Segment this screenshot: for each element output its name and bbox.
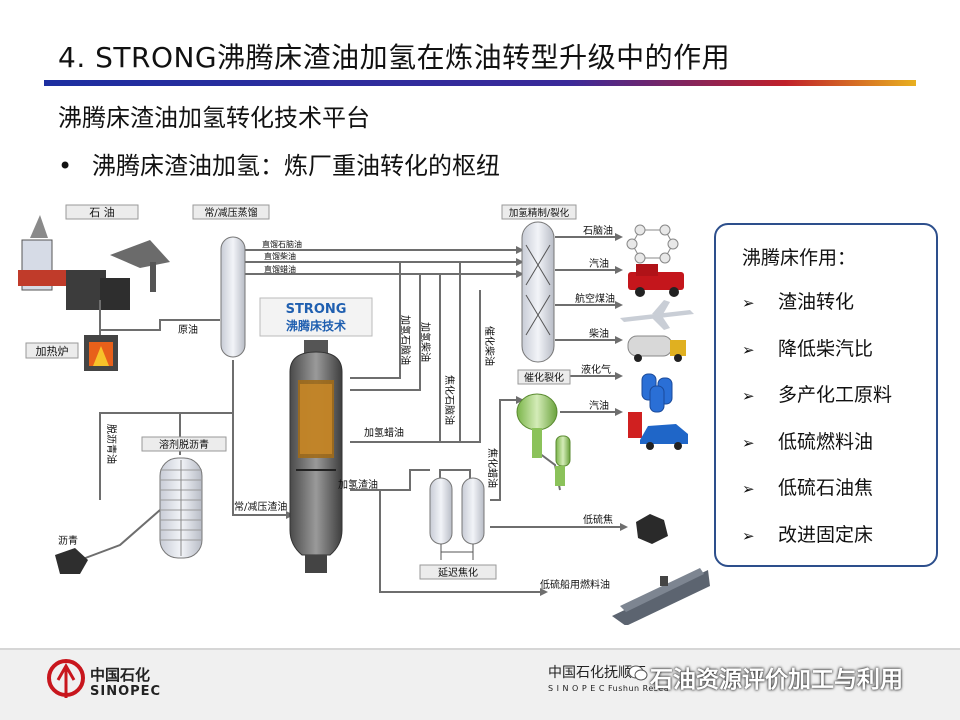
ship-icon <box>612 568 710 625</box>
deasphalting-column <box>159 457 203 559</box>
ebullated-bed-reactor <box>289 340 343 573</box>
strong-subtitle: 沸腾床技术 <box>286 318 346 333</box>
title-gradient-bar <box>44 80 916 86</box>
footer-band <box>0 648 960 720</box>
ebullated-bed-roles-panel: 沸腾床作用： ➢渣油转化 ➢降低柴汽比 ➢多产化工原料 ➢低硫燃料油 ➢低硫石油… <box>714 223 938 567</box>
coker-drums <box>429 477 485 560</box>
arrow-bullet-icon: ➢ <box>742 433 755 452</box>
process-lines <box>79 236 620 593</box>
tanker-truck-icon <box>627 335 686 362</box>
arrow-bullet-icon: ➢ <box>742 387 755 405</box>
line-arrows <box>72 233 628 596</box>
lpg-cylinder-icon <box>641 373 673 413</box>
heater-label: 加热炉 <box>36 345 69 358</box>
coker-tag <box>419 564 497 580</box>
bullet-dot-icon: • <box>58 152 73 180</box>
footer-divider <box>0 648 960 650</box>
stream-crude: 原油 <box>178 323 198 336</box>
stream-fcc-diesel: 催化柴油 <box>483 326 496 366</box>
distillation-column <box>220 236 246 358</box>
section-subtitle: 沸腾床渣油加氢转化技术平台 <box>58 104 370 132</box>
oil-rig-icon <box>18 215 170 310</box>
institute-english-name: S I N O P E C Fushun Resea <box>548 684 670 693</box>
product-bunker-fuel: 低硫船用燃料油 <box>540 578 610 591</box>
airplane-icon <box>620 300 694 330</box>
hydrotreating-label: 加氢精制/裂化 <box>509 207 570 219</box>
stream-coker-naphtha: 焦化石脑油 <box>443 375 456 425</box>
institute-chinese-name: 中国石化抚顺石 <box>548 665 646 681</box>
strong-tag <box>259 297 373 337</box>
stream-hydro-diesel: 加氢柴油 <box>419 322 432 362</box>
list-item: ➢改进固定床 <box>742 520 892 567</box>
stream-hydro-resid: 加氢渣油 <box>338 478 378 491</box>
stream-hydro-wax: 加氢蜡油 <box>364 426 404 439</box>
asphalt-icon <box>55 548 88 574</box>
product-coke: 低硫焦 <box>583 513 613 526</box>
furnace-icon <box>84 335 118 371</box>
process-flow-diagram: 石 油 加热炉 常/减压蒸馏 加氢精制/裂化 STRONG 沸腾床技术 溶剂脱沥… <box>18 204 710 625</box>
sinopec-logo-icon <box>47 659 85 698</box>
product-diesel: 柴油 <box>589 327 609 340</box>
deasphalting-tag <box>141 436 227 452</box>
arrow-bullet-icon: ➢ <box>742 340 755 359</box>
stream-hydro-naphtha: 加氢石脑油 <box>399 315 412 365</box>
logo-chinese-text: 中国石化 <box>90 666 151 684</box>
bullet-text: 沸腾床渣油加氢：炼厂重油转化的枢纽 <box>92 152 500 180</box>
crude-oil-label: 石 油 <box>89 205 115 219</box>
stream-sr-diesel: 直馏柴油 <box>264 251 296 261</box>
heater-tag <box>25 342 79 359</box>
bullet-item: • 沸腾床渣油加氢：炼厂重油转化的枢纽 <box>58 146 500 181</box>
pickup-truck-icon <box>628 264 684 297</box>
stream-asphalt: 沥青 <box>58 534 78 547</box>
stream-sr-naphtha: 直馏石脑油 <box>262 239 302 249</box>
arrow-bullet-icon: ➢ <box>742 526 755 545</box>
hydrotreating-tag <box>501 204 577 220</box>
fcc-label: 催化裂化 <box>524 371 564 384</box>
watermark-text: 石油资源评价加工与利用 <box>650 667 903 693</box>
list-item: ➢降低柴汽比 <box>742 334 892 381</box>
wechat-icon <box>628 665 648 681</box>
panel-list: ➢渣油转化 ➢降低柴汽比 ➢多产化工原料 ➢低硫燃料油 ➢低硫石油焦 ➢改进固定… <box>742 287 892 566</box>
fcc-tag <box>517 369 571 385</box>
car-fuel-icon <box>628 412 688 450</box>
list-item: ➢多产化工原料 <box>742 380 892 427</box>
panel-title: 沸腾床作用： <box>742 247 857 269</box>
arrow-bullet-icon: ➢ <box>742 480 755 498</box>
hydrotreating-reactor <box>521 221 555 363</box>
product-jet-fuel: 航空煤油 <box>575 292 615 305</box>
deasphalting-label: 溶剂脱沥青 <box>159 438 209 451</box>
list-item: ➢低硫燃料油 <box>742 427 892 474</box>
catalyst-bed-icon <box>525 244 551 336</box>
product-lpg: 液化气 <box>581 363 611 376</box>
strong-title: STRONG <box>286 302 347 317</box>
product-naphtha: 石脑油 <box>583 224 613 237</box>
stream-sr-wax: 直馏蜡油 <box>264 264 296 274</box>
product-gasoline-1: 汽油 <box>589 257 609 270</box>
stream-coker-wax: 焦化蜡油 <box>486 448 499 488</box>
list-item: ➢渣油转化 <box>742 287 892 334</box>
distillation-tag <box>192 204 270 220</box>
crude-oil-tag <box>65 204 139 220</box>
logo-english-text: SINOPEC <box>90 684 162 699</box>
stream-dao: 脱沥青油 <box>105 424 118 464</box>
fcc-unit <box>516 393 571 486</box>
coke-icon <box>636 514 668 544</box>
product-gasoline-2: 汽油 <box>589 399 609 412</box>
page-title: 4. STRONG沸腾床渣油加氢在炼油转型升级中的作用 <box>58 41 731 74</box>
molecule-icon <box>626 224 679 264</box>
coker-label: 延迟焦化 <box>438 566 478 579</box>
stream-resid: 常/减压渣油 <box>234 500 287 513</box>
list-item: ➢低硫石油焦 <box>742 473 892 520</box>
distillation-label: 常/减压蒸馏 <box>204 206 257 219</box>
arrow-bullet-icon: ➢ <box>742 294 755 312</box>
